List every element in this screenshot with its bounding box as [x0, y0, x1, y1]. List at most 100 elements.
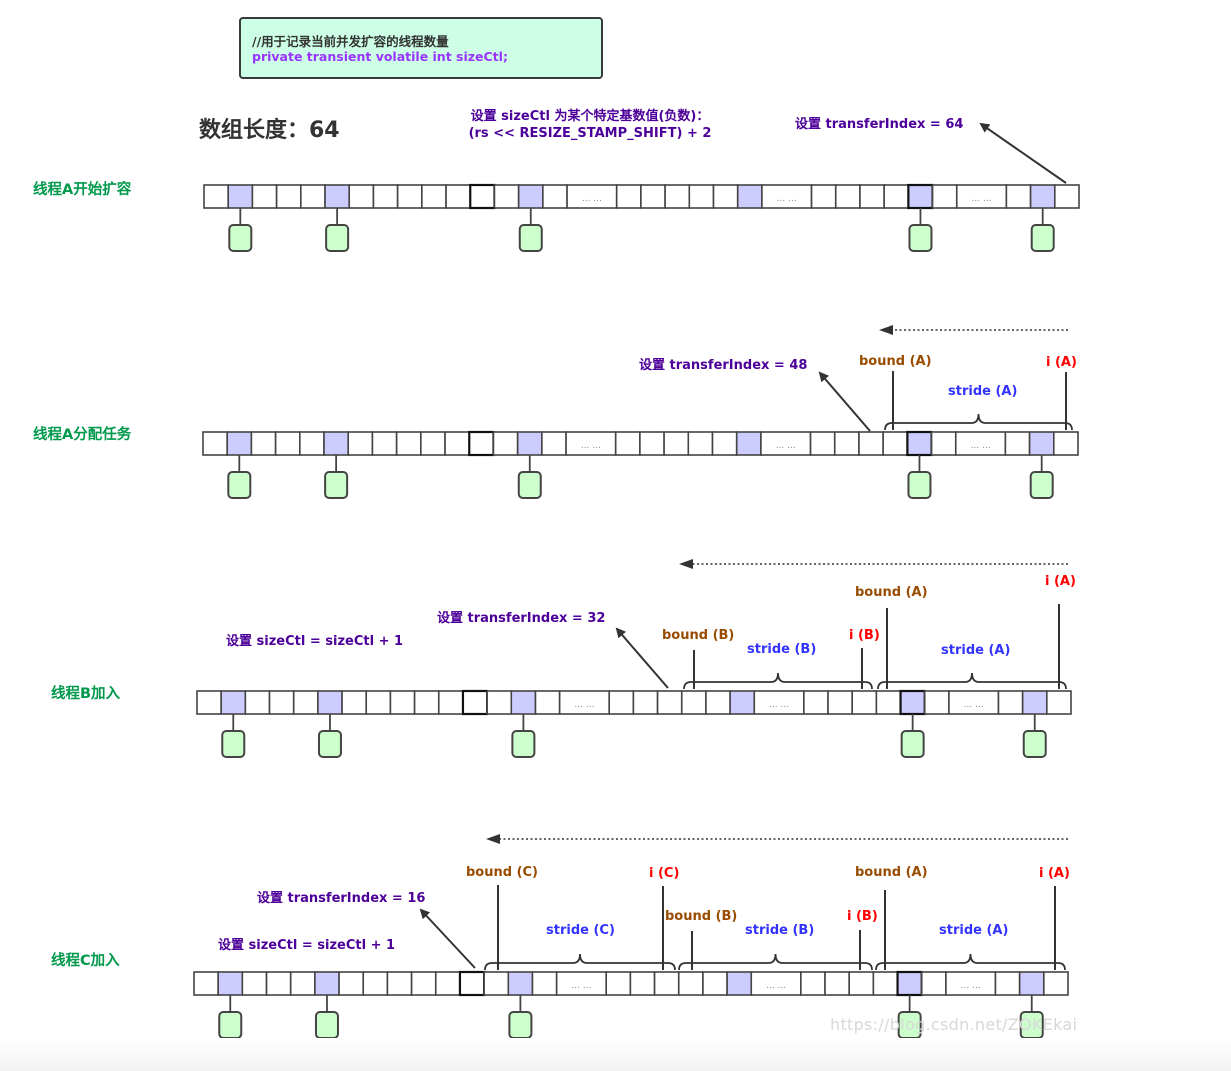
linked-node — [314, 1011, 339, 1039]
linked-node — [508, 1011, 533, 1039]
array-cell — [348, 184, 375, 209]
transfer-index-48: 设置 transferIndex = 48 — [639, 358, 808, 373]
i-a-label: i (A) — [1045, 574, 1076, 589]
array-cell — [541, 431, 567, 456]
array-cell — [702, 971, 728, 996]
array-cell — [250, 431, 277, 456]
bucket-cell — [323, 431, 350, 456]
bucket-cell — [907, 183, 934, 210]
note-code: private transient volatile int sizeCtl; — [252, 49, 508, 64]
array-cell — [1053, 184, 1080, 209]
array-cell — [458, 970, 486, 997]
array-cell — [859, 184, 885, 209]
array-row-3: ... ...... ...... ... — [196, 689, 1072, 758]
array-cell — [997, 690, 1024, 715]
array-cell — [421, 184, 447, 209]
stride-c-label: stride (C) — [546, 923, 615, 938]
array-cell — [193, 971, 219, 996]
array-cell — [834, 184, 861, 209]
bucket-cell — [324, 184, 351, 209]
array-cell — [615, 184, 642, 209]
array-cell — [483, 971, 510, 996]
note-box: //用于记录当前并发扩容的线程数量 private transient vola… — [239, 17, 603, 79]
i-a-label: i (A) — [1039, 866, 1070, 881]
bound-c-label: bound (C) — [466, 865, 539, 880]
array-cell — [640, 184, 666, 209]
array-cell — [437, 690, 464, 715]
array-cell — [994, 971, 1021, 996]
stride-b-brace — [683, 672, 873, 690]
array-cell — [203, 184, 230, 209]
array-cell — [444, 431, 471, 456]
array-cell — [677, 971, 704, 996]
bucket-cell — [896, 970, 923, 997]
array-cell — [664, 184, 691, 209]
transfer-index-arrow — [818, 371, 871, 432]
array-cell — [372, 184, 399, 209]
array-cell — [688, 184, 715, 209]
array-cell — [712, 184, 739, 209]
linked-node — [317, 730, 342, 758]
array-cell — [1004, 431, 1031, 456]
stride-b-brace — [678, 953, 873, 971]
array-cell — [493, 184, 520, 209]
array-cell — [848, 971, 875, 996]
bucket-cell — [1021, 690, 1048, 715]
array-cell — [614, 431, 641, 456]
linked-node — [1022, 730, 1047, 758]
array-cell — [244, 690, 271, 715]
array-cell — [923, 690, 950, 715]
ellipsis-text: ... ... — [777, 194, 797, 204]
array-cell — [410, 971, 437, 996]
transfer-index-32: 设置 transferIndex = 32 — [437, 611, 606, 626]
bucket-cell — [507, 971, 534, 996]
array-cell — [833, 431, 860, 456]
array-cell — [196, 690, 222, 715]
array-cell — [241, 971, 268, 996]
stage-label-1: 线程A开始扩容 — [33, 182, 132, 198]
array-cell — [338, 971, 365, 996]
array-cell — [299, 431, 325, 456]
watermark: https://blog.csdn.net/ZOKEkai — [830, 1015, 1078, 1034]
bound-b-label: bound (B) — [665, 909, 738, 924]
array-cell — [1043, 971, 1069, 996]
bucket-cell — [899, 689, 926, 716]
bound-a-label: bound (A) — [859, 354, 932, 369]
linked-node — [221, 730, 246, 758]
array-cell — [365, 690, 392, 715]
bucket-cell — [736, 184, 763, 209]
sizectl-plus-one: 设置 sizeCtl = sizeCtl + 1 — [226, 634, 404, 649]
bucket-cell — [729, 690, 756, 715]
array-cell — [803, 690, 829, 715]
array-cell — [492, 431, 519, 456]
array-length-title: 数组长度：64 — [199, 118, 340, 143]
bucket-cell — [1018, 971, 1045, 996]
ellipsis-text: ... ... — [582, 194, 602, 204]
array-row-1: ... ...... ...... ... — [203, 183, 1080, 252]
ellipsis-text: ... ... — [581, 441, 601, 451]
array-cell — [251, 184, 278, 209]
array-cell — [930, 431, 957, 456]
array-cell — [445, 184, 472, 209]
array-cell — [605, 971, 632, 996]
note-comment: //用于记录当前并发扩容的线程数量 — [252, 34, 449, 49]
array-row-4: ... ...... ...... ... — [193, 970, 1069, 1039]
array-cell — [687, 431, 714, 456]
array-cell — [809, 431, 836, 456]
array-cell — [800, 971, 826, 996]
transfer-index-64: 设置 transferIndex = 64 — [795, 117, 964, 132]
stride-a-brace — [877, 672, 1067, 690]
stride-c-brace — [484, 953, 676, 971]
sizectl-plus-one: 设置 sizeCtl = sizeCtl + 1 — [218, 938, 396, 953]
direction-arrow-head — [679, 559, 693, 569]
bound-a-label: bound (A) — [855, 585, 928, 600]
array-cell — [395, 431, 422, 456]
bucket-cell — [1029, 184, 1056, 209]
i-c-label: i (C) — [649, 866, 680, 881]
bucket-cell — [314, 971, 340, 996]
array-cell — [882, 431, 909, 456]
array-cell — [275, 184, 302, 209]
array-cell — [1052, 431, 1079, 456]
ellipsis-text: ... ... — [776, 441, 796, 451]
